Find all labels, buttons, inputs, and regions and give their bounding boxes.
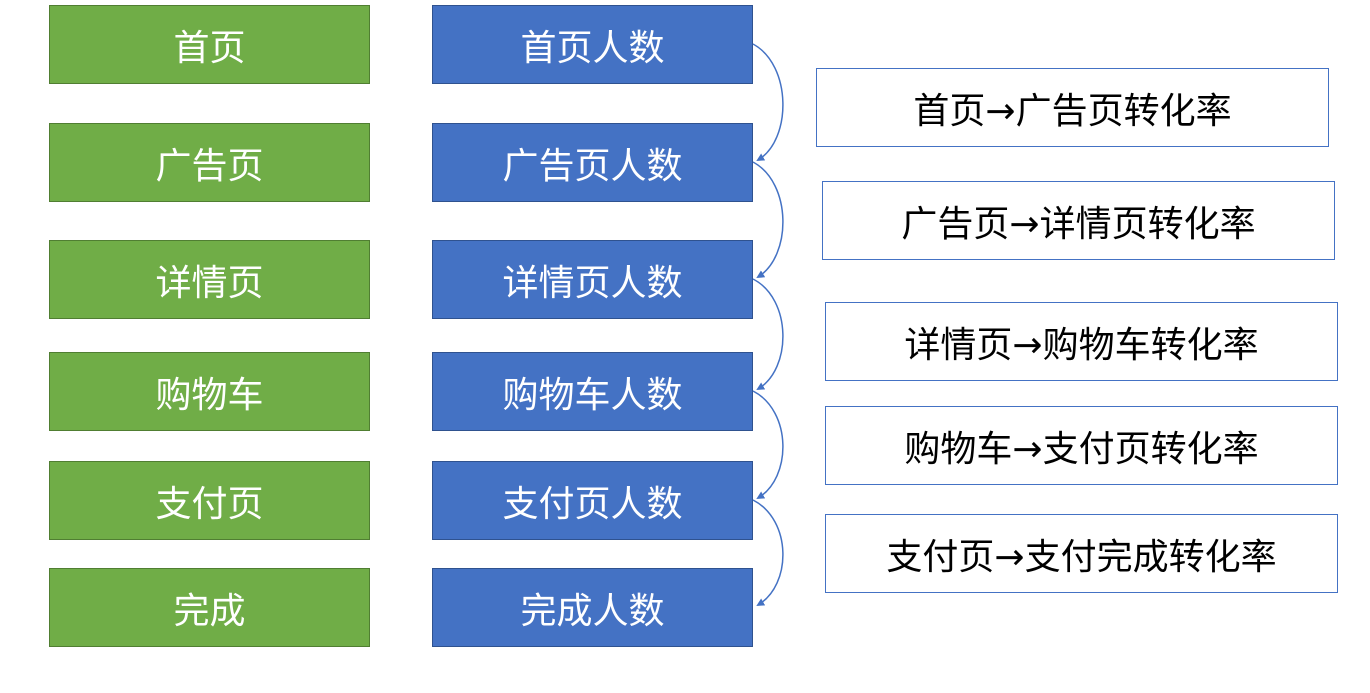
connector-arrow-4 [752,390,784,500]
rate-box-payment-to-complete: 支付页→支付完成转化率 [825,514,1338,593]
rate-box-home-to-ad: 首页→广告页转化率 [816,68,1329,147]
count-box-cart: 购物车人数 [432,352,753,431]
count-box-detail: 详情页人数 [432,240,753,319]
connector-arrow-5 [752,499,784,607]
connector-arrow-1 [752,43,784,162]
count-box-ad: 广告页人数 [432,123,753,202]
count-box-home: 首页人数 [432,5,753,84]
count-box-complete: 完成人数 [432,568,753,647]
rate-box-ad-to-detail: 广告页→详情页转化率 [822,181,1335,260]
rate-box-cart-to-payment: 购物车→支付页转化率 [825,406,1338,485]
page-box-ad: 广告页 [49,123,370,202]
page-box-complete: 完成 [49,568,370,647]
connector-arrow-2 [752,161,784,279]
page-box-home: 首页 [49,5,370,84]
connector-arrow-3 [752,278,784,391]
rate-box-detail-to-cart: 详情页→购物车转化率 [825,302,1338,381]
page-box-detail: 详情页 [49,240,370,319]
page-box-cart: 购物车 [49,352,370,431]
page-box-payment: 支付页 [49,461,370,540]
count-box-payment: 支付页人数 [432,461,753,540]
